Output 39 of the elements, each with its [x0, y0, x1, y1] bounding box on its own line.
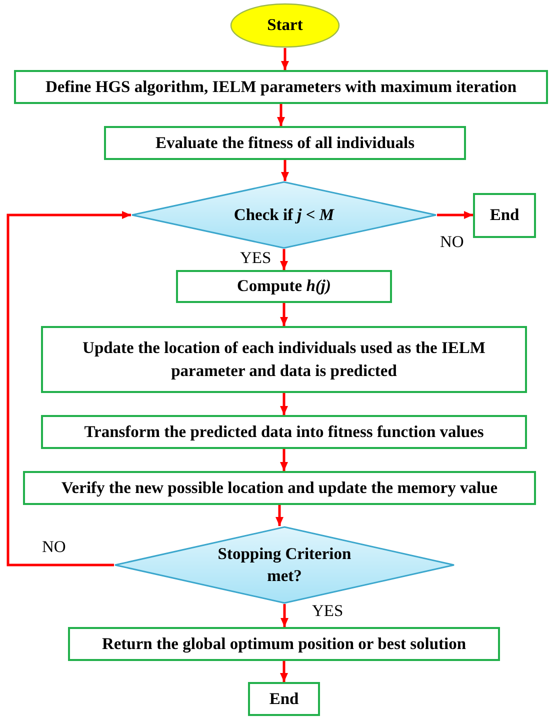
node-label: Evaluate the fitness of all individuals [154, 132, 416, 154]
process-box [104, 126, 466, 160]
node-label: Return the global optimum position or best solution [100, 632, 468, 655]
arrow [280, 249, 288, 270]
process-box [68, 627, 500, 661]
decision-diamond [131, 181, 437, 249]
node-label: Stopping Criterion met? [216, 542, 352, 587]
arrow [280, 661, 288, 682]
end-box [473, 193, 536, 238]
edge-label: YES [240, 248, 272, 268]
decision-diamond [114, 526, 455, 604]
arrow [276, 505, 284, 526]
arrow [280, 449, 288, 471]
node-label: Verify the new possible location and update the memory value [60, 476, 499, 499]
node-label: End [268, 688, 300, 710]
node-label: Define HGS algorithm, IELM parameters with maximum iteration [44, 76, 518, 98]
process-box [41, 326, 527, 393]
arrow [281, 160, 289, 181]
process-box [14, 70, 548, 104]
arrow [280, 303, 288, 326]
arrow [437, 211, 473, 219]
arrow [6, 211, 131, 566]
edge-label: NO [440, 232, 464, 252]
arrow [281, 48, 289, 70]
edge-label: YES [312, 601, 344, 621]
start-ellipse [230, 3, 340, 48]
end-box [248, 682, 320, 716]
process-box [23, 471, 536, 505]
node-label: Compute h(j) [236, 275, 332, 298]
edge-label: NO [42, 537, 66, 557]
arrow [277, 104, 285, 126]
node-label: Start [266, 14, 304, 36]
arrow [280, 604, 288, 627]
node-label: End [488, 204, 520, 226]
process-box [41, 415, 527, 449]
process-box [176, 270, 392, 303]
node-label: Transform the predicted data into fitness function values [83, 420, 485, 443]
node-label: Update the location of each individuals used as the IELM parameter and data is predicted [82, 337, 486, 382]
arrow [280, 393, 288, 415]
